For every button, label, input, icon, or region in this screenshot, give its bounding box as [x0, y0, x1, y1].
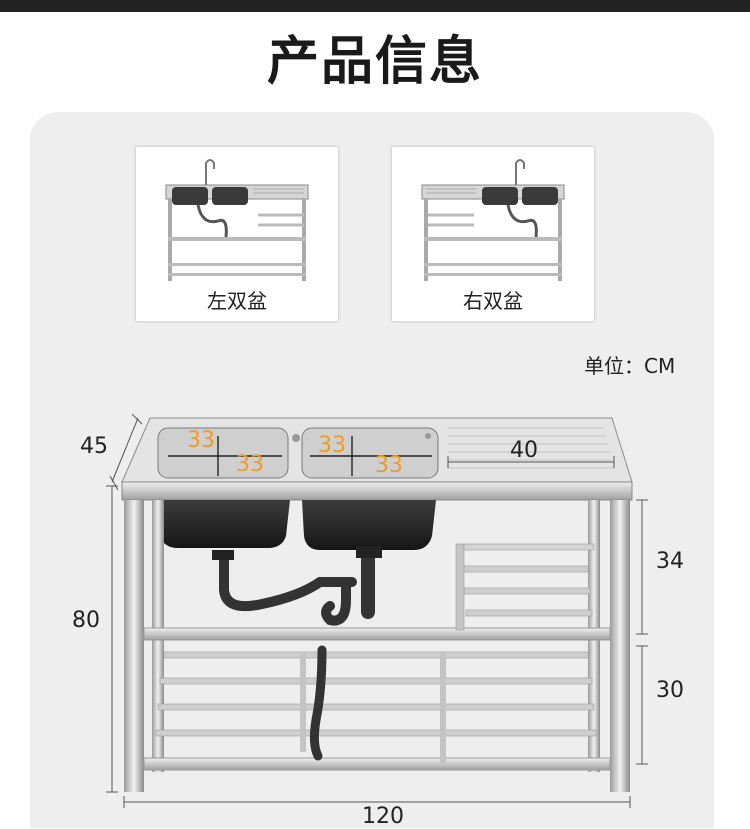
right-basin-width-label: 33	[375, 453, 403, 478]
right-basin-opening	[301, 427, 439, 479]
unit-label: 单位：CM	[584, 354, 676, 378]
middle-shelf-front	[143, 627, 611, 641]
width-label: 120	[362, 804, 404, 829]
depth-label: 45	[80, 434, 108, 459]
variant-label-right: 右双盆	[463, 289, 523, 313]
variant-card-right[interactable]: 右双盆	[392, 147, 594, 321]
right-basin-body	[302, 500, 436, 550]
left-basin-body	[156, 500, 290, 548]
page-title: 产品信息	[266, 32, 483, 92]
height-label: 80	[72, 608, 100, 633]
sink-right-thumbnail	[421, 159, 565, 281]
leg-front-left	[124, 500, 144, 792]
drainboard-length-label: 40	[510, 438, 538, 463]
dimension-lines	[106, 413, 648, 808]
sink-left-thumbnail	[165, 159, 309, 281]
basin-dimension-arrows	[168, 436, 432, 476]
variant-label-left: 左双盆	[207, 289, 267, 313]
worktop-front-edge	[121, 481, 633, 501]
right-basin-depth-label: 33	[318, 433, 346, 458]
drainboard-ribs	[448, 427, 614, 469]
left-basin-depth-label: 33	[187, 428, 215, 453]
drain-pipes	[219, 549, 375, 761]
left-basin-opening	[157, 427, 289, 479]
faucet-hole	[292, 434, 300, 442]
bottom-shelf-front	[143, 757, 611, 771]
top-bar	[0, 0, 750, 12]
left-basin-width-label: 33	[236, 452, 264, 477]
lower-bottom-height-label: 30	[656, 678, 684, 703]
leg-front-right	[610, 500, 630, 792]
variant-card-left[interactable]: 左双盆	[136, 147, 338, 321]
lower-upper-height-label: 34	[656, 549, 684, 574]
